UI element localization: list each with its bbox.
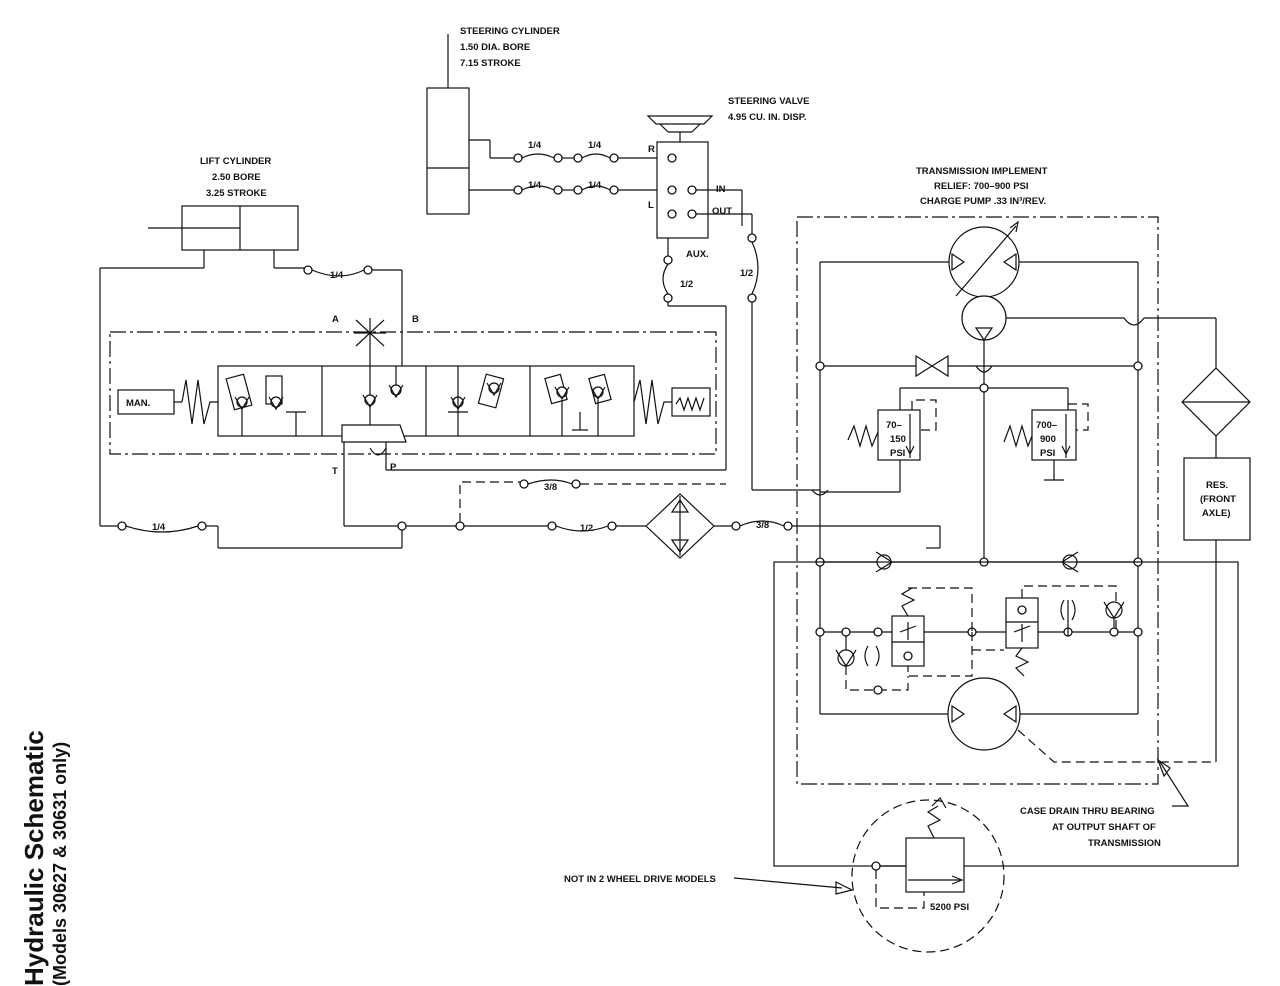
reservoir-label-2: (FRONT <box>1200 494 1236 505</box>
steering-valve-label-2: 4.95 CU. IN. DISP. <box>728 112 807 123</box>
hose-size-steer-bot-2: 1/4 <box>588 180 602 191</box>
hose-size-lift-rod: 1/4 <box>330 270 344 281</box>
port-aux: AUX. <box>686 249 709 260</box>
relief-low-1: 70– <box>886 420 902 431</box>
hose-size-main-return: 1/2 <box>580 523 593 534</box>
steering-cylinder-label-3: 7.15 STROKE <box>460 58 521 69</box>
relief-4wd-label: 5200 PSI <box>930 902 969 913</box>
relief-low-3: PSI <box>890 448 905 459</box>
page-subtitle: (Models 30627 & 30631 only) <box>50 741 70 986</box>
lift-cylinder: LIFT CYLINDER 2.50 BORE 3.25 STROKE <box>148 156 299 268</box>
transmission-label-2: RELIEF: 700–900 PSI <box>934 181 1029 192</box>
page-title: Hydraulic Schematic <box>19 730 49 986</box>
aux-out-hoses: AUX. 1/2 1/2 <box>662 214 820 491</box>
relief-high-1: 700– <box>1036 420 1057 431</box>
transmission-label-3: CHARGE PUMP .33 IN³/REV. <box>920 196 1046 207</box>
reservoir-label-3: AXLE) <box>1202 508 1231 519</box>
main-return-line: 1/2 3/8 3/8 <box>344 479 941 559</box>
not-in-2wd-label: NOT IN 2 WHEEL DRIVE MODELS <box>564 874 716 885</box>
case-drain-note: CASE DRAIN THRU BEARING AT OUTPUT SHAFT … <box>1020 758 1190 849</box>
hose-size-aux: 1/2 <box>680 279 693 290</box>
port-r: R <box>648 144 655 155</box>
reservoir-label-1: RES. <box>1206 480 1228 491</box>
page-title-block: Hydraulic Schematic (Models 30627 & 3063… <box>19 626 71 986</box>
relief-high-3: PSI <box>1040 448 1055 459</box>
steering-cylinder: STEERING CYLINDER 1.50 DIA. BORE 7.15 ST… <box>426 26 560 215</box>
four-wd-relief: 5200 PSI NOT IN 2 WHEEL DRIVE MODELS <box>564 797 1005 953</box>
steering-valve: R L IN OUT STEERING VALVE 4.95 CU. IN. D… <box>646 96 809 239</box>
transmission: TRANSMISSION IMPLEMENT RELIEF: 700–900 P… <box>773 166 1239 867</box>
manual-label: MAN. <box>126 398 150 409</box>
hose-size-lift-base: 1/4 <box>152 522 166 533</box>
hose-size-out: 1/2 <box>740 268 753 279</box>
lift-cylinder-label-3: 3.25 STROKE <box>206 188 267 199</box>
hose-size-to-trans: 3/8 <box>756 520 769 531</box>
steering-cylinder-label-2: 1.50 DIA. BORE <box>460 42 530 53</box>
port-t: T <box>332 466 338 477</box>
steering-cylinder-label-1: STEERING CYLINDER <box>460 26 560 37</box>
reservoir-filter: RES. (FRONT AXLE) <box>1181 367 1251 762</box>
lift-cylinder-label-2: 2.50 BORE <box>212 172 261 183</box>
case-drain-label-1: CASE DRAIN THRU BEARING <box>1020 806 1155 817</box>
port-p: P <box>390 462 397 473</box>
steering-valve-label-1: STEERING VALVE <box>728 96 809 107</box>
relief-low-2: 150 <box>890 434 906 445</box>
hose-size-steer-bot-1: 1/4 <box>528 180 542 191</box>
lift-cylinder-label-1: LIFT CYLINDER <box>200 156 271 167</box>
hose-size-steer-top-2: 1/4 <box>588 140 602 151</box>
transmission-label-1: TRANSMISSION IMPLEMENT <box>916 166 1048 177</box>
hose-size-steer-top-1: 1/4 <box>528 140 542 151</box>
port-l: L <box>648 200 654 211</box>
port-out: OUT <box>712 206 732 217</box>
control-valve: A B MAN. <box>109 314 726 526</box>
port-a: A <box>332 314 339 325</box>
port-b: B <box>412 314 419 325</box>
case-drain-label-2: AT OUTPUT SHAFT OF <box>1052 822 1156 833</box>
steering-hoses: 1/4 1/4 1/4 1/4 <box>490 140 662 195</box>
case-drain-label-3: TRANSMISSION <box>1088 838 1161 849</box>
hose-size-dashed-return: 3/8 <box>544 482 557 493</box>
relief-high-2: 900 <box>1040 434 1056 445</box>
